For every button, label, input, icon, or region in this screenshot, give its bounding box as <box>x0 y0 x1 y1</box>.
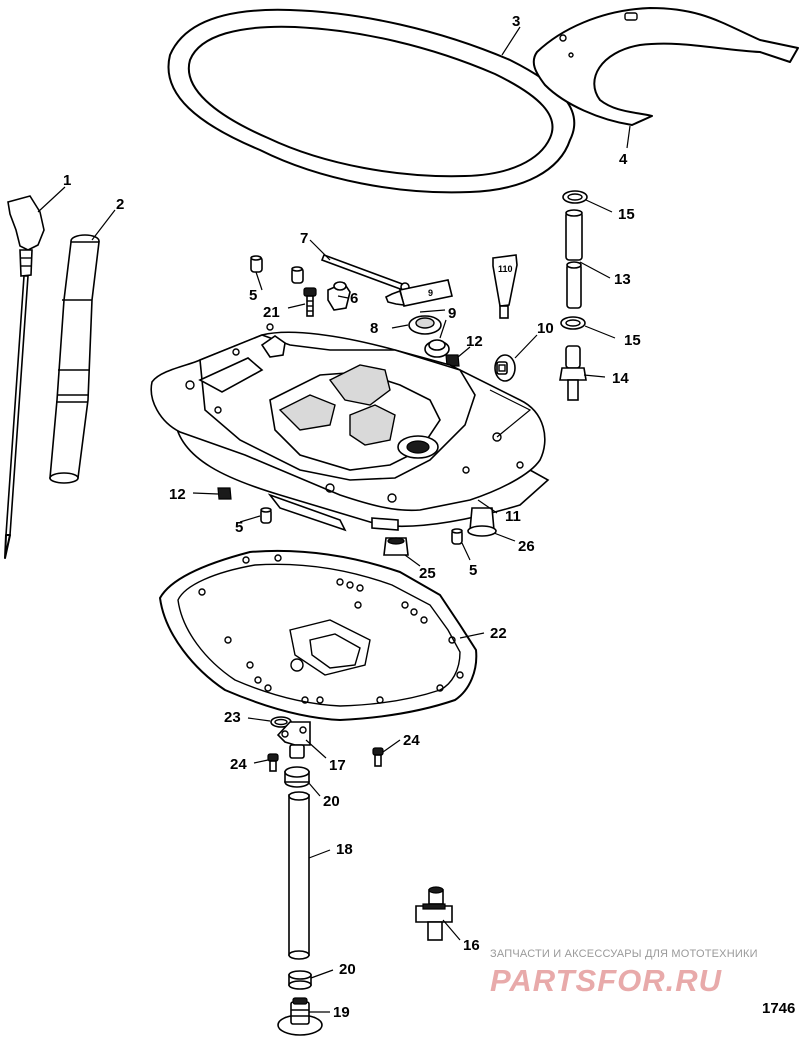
part-15-clamp-upper <box>562 190 588 204</box>
callout-7: 7 <box>300 230 308 247</box>
callout-6: 6 <box>350 290 358 307</box>
callout-21: 21 <box>263 304 280 321</box>
part-2-dipstick-tube <box>49 234 100 484</box>
callout-5-right: 5 <box>469 562 477 579</box>
part-8-grommet <box>408 315 442 335</box>
callout-9: 9 <box>448 305 456 322</box>
part-3-cowl-seal <box>167 8 576 194</box>
part-24-screw-left <box>267 753 279 772</box>
part-26-grommet <box>467 507 497 537</box>
part-12-plug-lower <box>217 487 232 500</box>
watermark-logo: PARTSFOR.RU <box>490 963 723 998</box>
callout-20-upper: 20 <box>323 793 340 810</box>
callout-26: 26 <box>518 538 535 555</box>
callout-2: 2 <box>116 196 124 213</box>
callout-18: 18 <box>336 841 353 858</box>
callout-12-upper: 12 <box>466 333 483 350</box>
callout-4: 4 <box>619 151 628 168</box>
callout-8: 8 <box>370 320 378 337</box>
callout-12-lower: 12 <box>169 486 186 503</box>
part-13-hose <box>565 209 583 309</box>
part-6-fitting <box>327 281 351 311</box>
callout-20-lower: 20 <box>339 961 356 978</box>
callout-17: 17 <box>329 757 346 774</box>
part-5-dowel-right <box>451 528 463 545</box>
callout-25: 25 <box>419 565 436 582</box>
sealant-tube-label: 9 <box>428 288 433 298</box>
part-17-bracket <box>276 721 311 759</box>
part-18-water-tube <box>288 791 310 960</box>
callout-1: 1 <box>63 172 71 189</box>
leader-plate-to-10 <box>489 389 532 438</box>
part-15-clamp-lower <box>560 316 586 330</box>
part-19-fitting <box>277 997 323 1036</box>
part-25-fitting <box>383 537 409 556</box>
part-10-grommet <box>494 354 516 382</box>
part-5-dowel-left <box>260 507 272 524</box>
part-4-gasket <box>532 7 799 126</box>
callout-23: 23 <box>224 709 241 726</box>
part-22-gasket <box>159 549 478 721</box>
part-21-bolt <box>303 287 317 317</box>
callout-11: 11 <box>505 508 521 525</box>
callout-5-left: 5 <box>235 519 243 536</box>
lubricant-tube-110: 110 <box>492 254 518 319</box>
callout-15-lower: 15 <box>624 332 641 349</box>
leader-lines <box>37 26 631 1013</box>
callout-24-left: 24 <box>230 756 247 773</box>
callout-10: 10 <box>537 320 554 337</box>
callout-labels: 1 2 3 4 5 5 5 6 7 8 9 10 11 12 12 13 14 … <box>63 13 641 1021</box>
part-1-dipstick <box>4 195 45 559</box>
callout-14: 14 <box>612 370 629 387</box>
part-20-collar-lower <box>288 970 312 990</box>
part-24-screw-right <box>372 747 384 767</box>
part-14-barb-fitting <box>559 345 587 401</box>
callout-3: 3 <box>512 13 520 30</box>
part-12-plug-upper <box>445 354 460 367</box>
part-9-sealant-tube: 9 <box>384 279 453 307</box>
callout-13: 13 <box>614 271 631 288</box>
part-20-collar-upper <box>284 766 310 788</box>
lubricant-tube-label: 110 <box>498 264 513 274</box>
part-11-adapter-plate <box>150 323 550 532</box>
callout-15-upper: 15 <box>618 206 635 223</box>
callout-24-right: 24 <box>403 732 420 749</box>
callout-16: 16 <box>463 937 480 954</box>
callout-5-upper: 5 <box>249 287 257 304</box>
part-5-dowel-upper <box>250 255 304 284</box>
part-9-grommet <box>424 339 450 358</box>
watermark-caption: ЗАПЧАСТИ И АКСЕССУАРЫ ДЛЯ МОТОТЕХНИКИ <box>490 948 758 960</box>
part-16-fitting <box>415 886 453 941</box>
callout-22: 22 <box>490 625 507 642</box>
callout-19: 19 <box>333 1004 350 1021</box>
figure-number: 1746 <box>762 1000 796 1017</box>
